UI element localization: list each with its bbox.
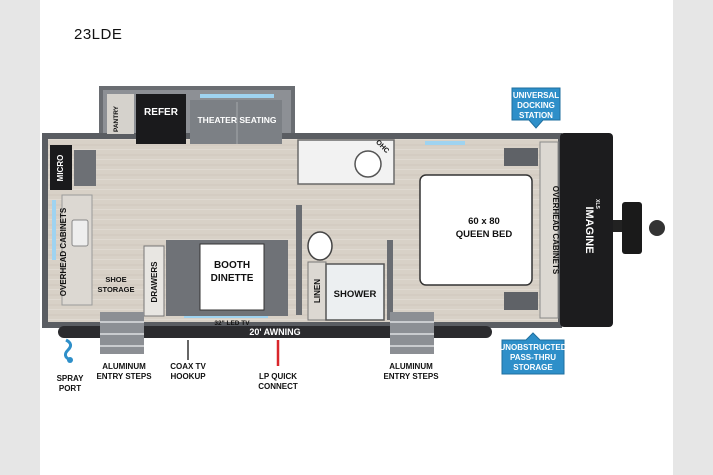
refer-label: REFER [144, 107, 179, 118]
awning-label: 20' AWNING [249, 327, 300, 337]
drawers-label: DRAWERS [150, 261, 159, 303]
drawers [143, 245, 165, 317]
entry-steps-right-label-1: ALUMINUM [389, 362, 433, 371]
entry-steps-left-label-2: ENTRY STEPS [96, 372, 152, 381]
shower-label: SHOWER [334, 289, 377, 300]
coax-tv-label-2: HOOKUP [170, 372, 206, 381]
dinette-table [199, 243, 265, 311]
stove [74, 150, 96, 186]
pantry [107, 94, 134, 134]
window-top-theater [200, 94, 274, 98]
brand-sub-logo: XLS [594, 199, 600, 209]
sink [71, 219, 89, 247]
spray-port-label-2: PORT [59, 384, 81, 393]
model-title: 23LDE [74, 26, 123, 43]
coupler [649, 220, 665, 236]
pass-thru-label-3: STORAGE [513, 363, 553, 372]
shower [325, 263, 385, 321]
front-cap [560, 133, 613, 327]
led-tv-label: 32" LED TV [214, 320, 250, 327]
queen-bed [419, 174, 533, 286]
pass-thru-storage-callout: UNOBSTRUCTED PASS-THRU STORAGE [499, 332, 567, 375]
linen-label: LINEN [313, 279, 322, 303]
shoe-storage-label-2: STORAGE [98, 285, 135, 294]
universal-docking-callout: UNIVERSAL DOCKING STATION [511, 87, 561, 129]
pass-thru-label-1: UNOBSTRUCTED [499, 343, 566, 352]
lp-quick-label-2: CONNECT [258, 382, 298, 391]
pantry-label: PANTRY [113, 105, 120, 132]
entry-steps-right-label-2: ENTRY STEPS [383, 372, 439, 381]
docking-label-1: UNIVERSAL [513, 91, 559, 100]
toilet [307, 231, 333, 261]
theater-seating-label: THEATER SEATING [197, 115, 276, 125]
spray-port-label-1: SPRAY [57, 374, 84, 383]
bath-wall-left [296, 205, 302, 315]
rear-kitchen-counter [61, 194, 93, 306]
overhead-cabinets-right [539, 141, 559, 319]
pass-thru-label-2: PASS-THRU [510, 353, 556, 362]
jack-box [622, 202, 642, 254]
nightstand-top [504, 148, 538, 166]
entry-steps-left-label-1: ALUMINUM [102, 362, 146, 371]
docking-label-3: STATION [519, 111, 553, 120]
booth-dinette-label-2: DINETTE [211, 273, 254, 284]
shoe-storage-label-1: SHOE [105, 275, 126, 284]
window-top-bedroom [425, 141, 465, 145]
spray-port-icon [63, 338, 73, 363]
queen-bed-label-1: 60 x 80 [468, 216, 500, 227]
refrigerator [136, 94, 186, 144]
overhead-cabinets-right-label: OVERHEAD CABINETS [551, 186, 560, 275]
theater-seating [190, 100, 282, 144]
awning [58, 326, 492, 338]
overhead-cabinets-left-label: OVERHEAD CABINETS [59, 207, 68, 296]
coax-tv-label-1: COAX TV [170, 362, 206, 371]
bath-wall-right [387, 240, 393, 320]
queen-bed-label-2: QUEEN BED [456, 229, 513, 240]
docking-label-2: DOCKING [517, 101, 555, 110]
nightstand-bottom [504, 292, 538, 310]
vanity-sink [354, 150, 382, 178]
brand-logo: IMAGINE [583, 206, 595, 253]
microwave [50, 145, 72, 190]
lp-quick-label-1: LP QUICK [259, 372, 297, 381]
booth-dinette-label-1: BOOTH [214, 260, 250, 271]
micro-label: MICRO [56, 155, 65, 182]
window-rear [52, 200, 56, 260]
